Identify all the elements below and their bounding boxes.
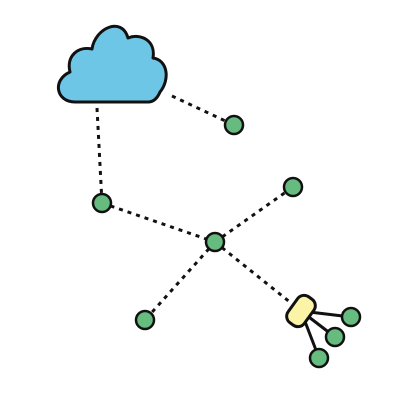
node-n-left [91,192,113,214]
edge-n-left-to-n-hub [101,201,216,244]
edge-cloud-to-n-left [95,107,104,204]
node-n-bottom-left [134,309,156,331]
node-n-dev-3 [308,347,330,369]
edge-n-hub-to-n-bottom-left [143,240,217,322]
node-n-hub [204,231,226,253]
edge-cloud-to-n-top-right [171,94,235,127]
node-n-dev-1 [340,306,362,328]
node-dots-layer [91,114,362,369]
node-n-dev-2 [324,326,346,348]
device-icon [285,293,317,329]
node-n-right-upper [282,176,304,198]
nodes-layer [57,24,317,329]
node-n-top-right [223,114,245,136]
edge-n-hub-to-n-right-upper [214,185,294,244]
cloud-icon [57,24,168,104]
edge-n-hub-to-device [214,240,302,313]
